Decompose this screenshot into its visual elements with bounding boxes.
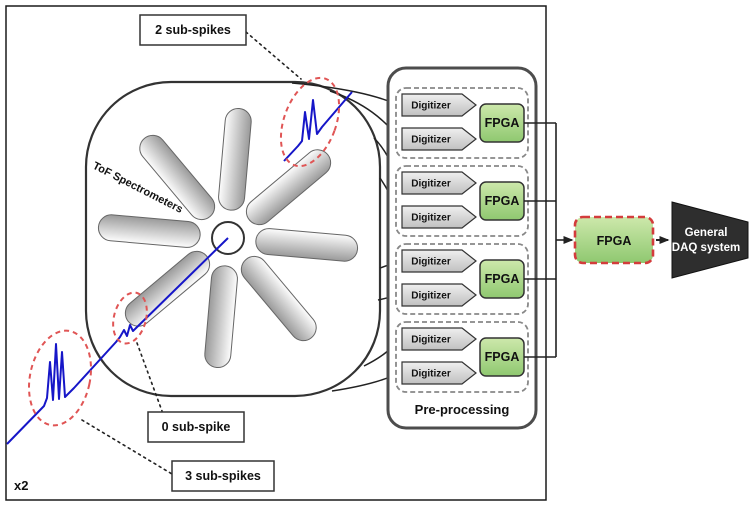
wheel-spoke [139,134,216,221]
spike-highlight-0subspike [112,291,148,345]
digitizer-shape [401,127,477,151]
digitizer-label: Digitizer [411,213,451,224]
digitizer-group: Digitizer Digitizer FPGA [395,165,529,237]
annotation-box-0-sub-spike [147,411,245,443]
spike-highlight-2subspikes [279,76,341,168]
digitizer-group: Digitizer Digitizer FPGA [395,321,529,393]
annotation-connector-3subspikes [81,419,173,475]
detector-envelope [84,80,382,398]
daq-label-line1: General [685,227,728,239]
output-bus [524,122,574,358]
wheel-spoke [245,149,332,226]
annotation-box-3-sub-spikes [171,460,275,492]
fpga-label: FPGA [485,350,520,364]
wheel-spoke [255,228,359,262]
preprocessing-title: Pre-processing [415,402,510,417]
wheel-spoke [97,214,201,248]
wheel-spoke [218,107,252,211]
annotation-boxes: 2 sub-spikes 0 sub-spike 3 sub-spikes [139,14,275,492]
digitizer-label: Digitizer [411,135,451,146]
digitizer-shape [401,205,477,229]
digitizer-label: Digitizer [411,369,451,380]
digitizer-shape [401,171,477,195]
x2-label: x2 [14,478,28,493]
digitizer-shape [401,249,477,273]
wheel-spoke [204,265,238,369]
signal-trace-main [6,237,229,445]
annotation-label-2-sub-spikes: 2 sub-spikes [155,23,231,37]
daq-label-line2: DAQ system [672,242,740,254]
digitizer-group: Digitizer Digitizer FPGA [395,87,529,159]
digitizer-label: Digitizer [411,257,451,268]
digitizer-label: Digitizer [411,101,451,112]
spike-highlight-3subspikes [28,329,92,427]
digitizer-shape [401,327,477,351]
signal-trace-top [283,91,353,162]
annotation-connector-2subspikes [245,31,302,80]
digitizer-shape [401,361,477,385]
external-fpga-label: FPGA [597,234,632,248]
external-fpga-box [573,215,655,265]
annotation-box-2-sub-spikes [139,14,247,46]
digitizer-label: Digitizer [411,291,451,302]
fpga-label: FPGA [485,272,520,286]
digitizer-label: Digitizer [411,179,451,190]
daq-arrow-shape [671,201,749,279]
wheel-spoke [240,255,317,342]
detector-wheel [97,107,359,369]
digitizer-group: Digitizer Digitizer FPGA [395,243,529,315]
fpga-label: FPGA [485,116,520,130]
annotation-connector-0subspike [136,342,163,412]
annotation-label-0-sub-spike: 0 sub-spike [162,420,231,434]
digitizer-shape [401,283,477,307]
digitizer-shape [401,93,477,117]
digitizer-label: Digitizer [411,335,451,346]
fpga-label: FPGA [485,194,520,208]
annotation-label-3-sub-spikes: 3 sub-spikes [185,469,261,483]
